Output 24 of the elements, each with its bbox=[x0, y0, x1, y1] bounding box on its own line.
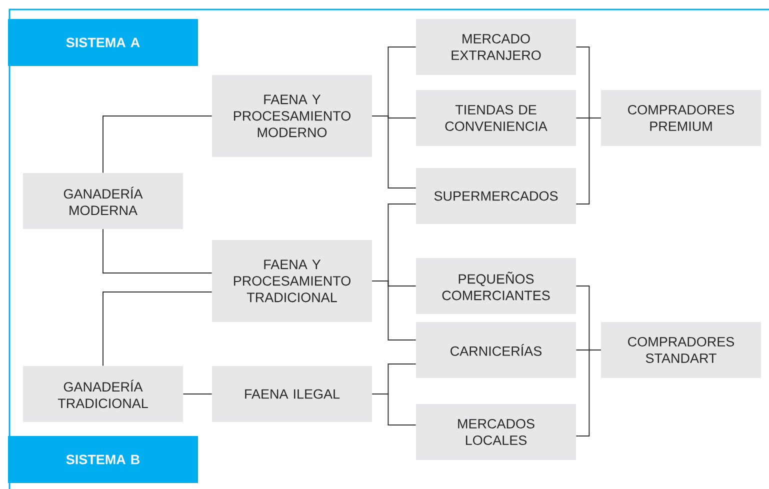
process-box: FAENA ILEGAL bbox=[212, 366, 372, 422]
process-box: SUPERMERCADOS bbox=[416, 168, 576, 224]
connector-line bbox=[576, 349, 602, 436]
process-box: TIENDAS DE CONVENIENCIA bbox=[416, 90, 576, 146]
connector-line bbox=[372, 116, 416, 188]
process-box: COMPRADORES PREMIUM bbox=[601, 90, 761, 146]
process-box: MERCADOS LOCALES bbox=[416, 404, 576, 460]
process-box: PEQUEÑOS COMERCIANTES bbox=[416, 258, 576, 314]
connector-line bbox=[182, 393, 212, 394]
process-box: FAENA Y PROCESAMIENTO TRADICIONAL bbox=[212, 240, 372, 322]
process-box: GANADERÍA MODERNA bbox=[23, 173, 183, 229]
connector-line bbox=[102, 116, 212, 174]
process-box: MERCADO EXTRANJERO bbox=[416, 19, 576, 75]
connector-line bbox=[576, 118, 602, 204]
connector-line bbox=[102, 228, 212, 274]
section-banner: SISTEMA A bbox=[8, 19, 198, 66]
connector-line bbox=[372, 280, 416, 340]
process-box: FAENA Y PROCESAMIENTO MODERNO bbox=[212, 75, 372, 157]
connector-line bbox=[102, 291, 212, 366]
section-banner: SISTEMA B bbox=[8, 436, 198, 483]
process-box: GANADERÍA TRADICIONAL bbox=[23, 366, 183, 422]
process-box: CARNICERÍAS bbox=[416, 322, 576, 378]
process-box: COMPRADORES STANDART bbox=[601, 322, 761, 378]
connector-line bbox=[372, 393, 416, 426]
